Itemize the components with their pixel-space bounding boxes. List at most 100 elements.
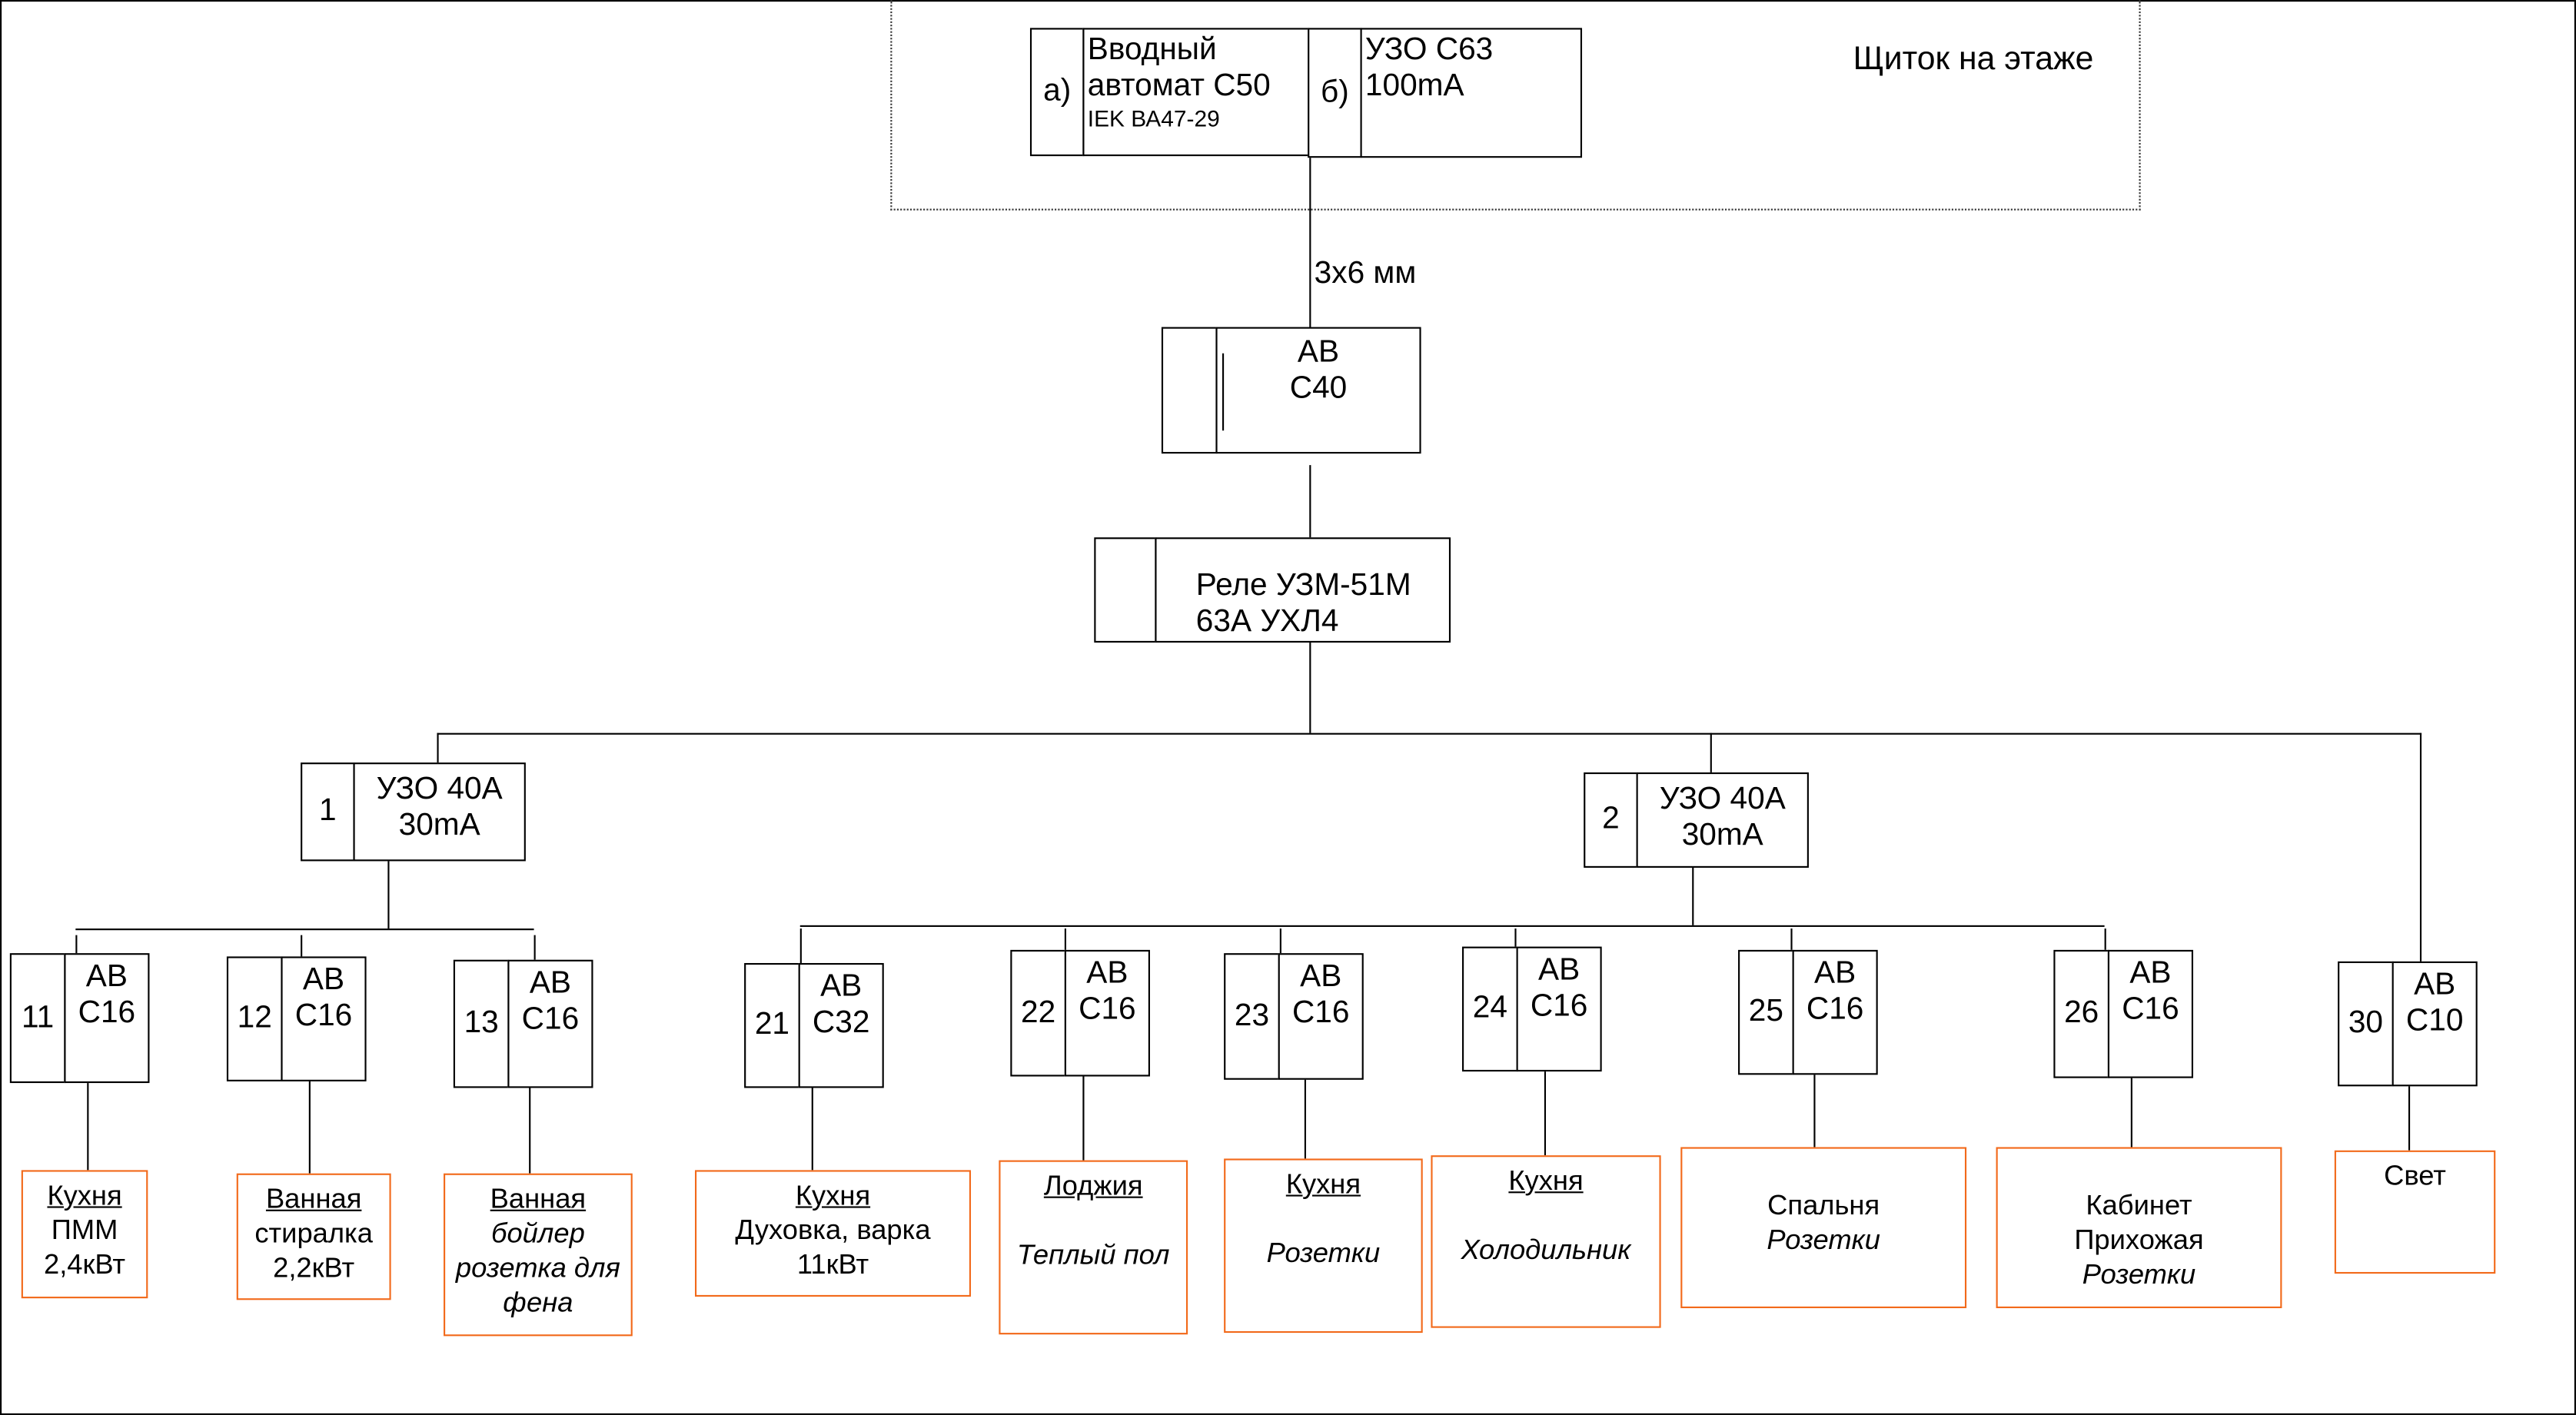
load-detail: 2,2кВт [273, 1252, 355, 1284]
rcd-number: 1 [301, 762, 355, 862]
main-bus [437, 732, 2422, 736]
load-detail: Спальня [1767, 1190, 1880, 1221]
breaker-line1: АВ [2129, 956, 2172, 991]
load-detail: 2,4кВт [44, 1249, 126, 1280]
line [2408, 1086, 2411, 1151]
voltage-relay: Реле УЗМ-51М 63А УХЛ4 [1155, 537, 1451, 643]
breaker-number: 24 [1462, 946, 1518, 1072]
line [2419, 732, 2422, 963]
load-detail: Кабинет [2086, 1190, 2192, 1221]
line [1692, 867, 1694, 925]
breaker-mark [1222, 353, 1225, 431]
load-30: Свет [2334, 1150, 2496, 1274]
line [1279, 928, 1282, 954]
load-detail: Розетки [1767, 1224, 1880, 1256]
load-detail: Теплый пол [1016, 1239, 1170, 1271]
input-breaker-line2: автомат С50 [1087, 68, 1271, 104]
load-detail: розетка для [455, 1252, 620, 1284]
breaker-line2: С16 [1530, 989, 1588, 1025]
load-room: Ванная [490, 1183, 587, 1215]
breaker-number: 26 [2053, 949, 2110, 1078]
input-breaker-model: IEK ВА47-29 [1087, 105, 1220, 132]
breaker-number: 12 [226, 956, 283, 1081]
line [75, 935, 78, 954]
main-breaker-cell [1161, 327, 1218, 454]
main-breaker-line1: АВ [1297, 335, 1340, 370]
line [308, 1081, 311, 1174]
breaker-line2: С16 [521, 1002, 580, 1038]
relay-line2: 63А УХЛ4 [1195, 604, 1339, 639]
line [1304, 1079, 1307, 1159]
load-detail: Прихожая [2074, 1224, 2204, 1256]
line [437, 732, 440, 763]
breaker-line2: С10 [2405, 1004, 2464, 1039]
load-room: Кухня [795, 1180, 871, 1211]
load-detail: Розетки [1266, 1237, 1381, 1269]
rcd-number: 2 [1584, 772, 1638, 868]
floor-panel-label: Щиток на этаже [1853, 41, 2094, 78]
line [533, 935, 537, 960]
load-detail: фена [503, 1287, 573, 1318]
rcd-line1: УЗО 40А [1659, 782, 1786, 817]
line [1544, 1071, 1547, 1156]
breaker-number: 23 [1224, 953, 1280, 1080]
breaker-line2: С16 [2122, 992, 2179, 1028]
load-room: Кухня [47, 1180, 122, 1211]
breaker-line2: С32 [812, 1005, 870, 1041]
line [1710, 732, 1713, 772]
load-detail [1000, 1203, 1185, 1237]
breaker-line1: АВ [85, 959, 128, 995]
line [2104, 928, 2107, 950]
main-breaker-line2: С40 [1289, 371, 1348, 407]
load-detail: стиралка [254, 1217, 373, 1250]
line [799, 925, 2105, 928]
load-room: Ванная [265, 1183, 362, 1215]
input-rcd-line1: УЗО С63 [1364, 32, 1494, 68]
breaker-line2: С16 [1291, 995, 1350, 1031]
line [1514, 928, 1517, 947]
load-detail: Свет [2384, 1160, 2446, 1192]
line [1309, 465, 1312, 538]
line [1064, 928, 1067, 950]
line [387, 861, 391, 929]
feed-line [1309, 158, 1312, 327]
load-detail: 11кВт [796, 1249, 869, 1280]
breaker-line2: С16 [294, 999, 353, 1034]
input-breaker-tag: а) [1029, 28, 1085, 157]
breaker-number: 13 [453, 959, 510, 1088]
breaker-line1: АВ [1086, 956, 1128, 991]
line [75, 928, 534, 931]
breaker-line1: АВ [302, 962, 345, 998]
breaker-line1: АВ [820, 969, 863, 1005]
line [1790, 928, 1793, 950]
breaker-number: 30 [2338, 961, 2394, 1087]
load-detail: ПММ [51, 1214, 118, 1246]
load-detail [1433, 1198, 1660, 1233]
cable-label: 3х6 мм [1314, 256, 1417, 291]
input-breaker-line1: Вводный [1087, 32, 1217, 68]
line [1813, 1075, 1816, 1148]
breaker-line1: АВ [1537, 953, 1581, 988]
line [799, 928, 803, 963]
load-room: Кухня [1508, 1164, 1584, 1197]
breaker-line2: С16 [1806, 992, 1864, 1028]
rcd-line2: 30mA [1681, 818, 1763, 853]
breaker-line1: АВ [2414, 968, 2456, 1003]
line [301, 935, 303, 957]
